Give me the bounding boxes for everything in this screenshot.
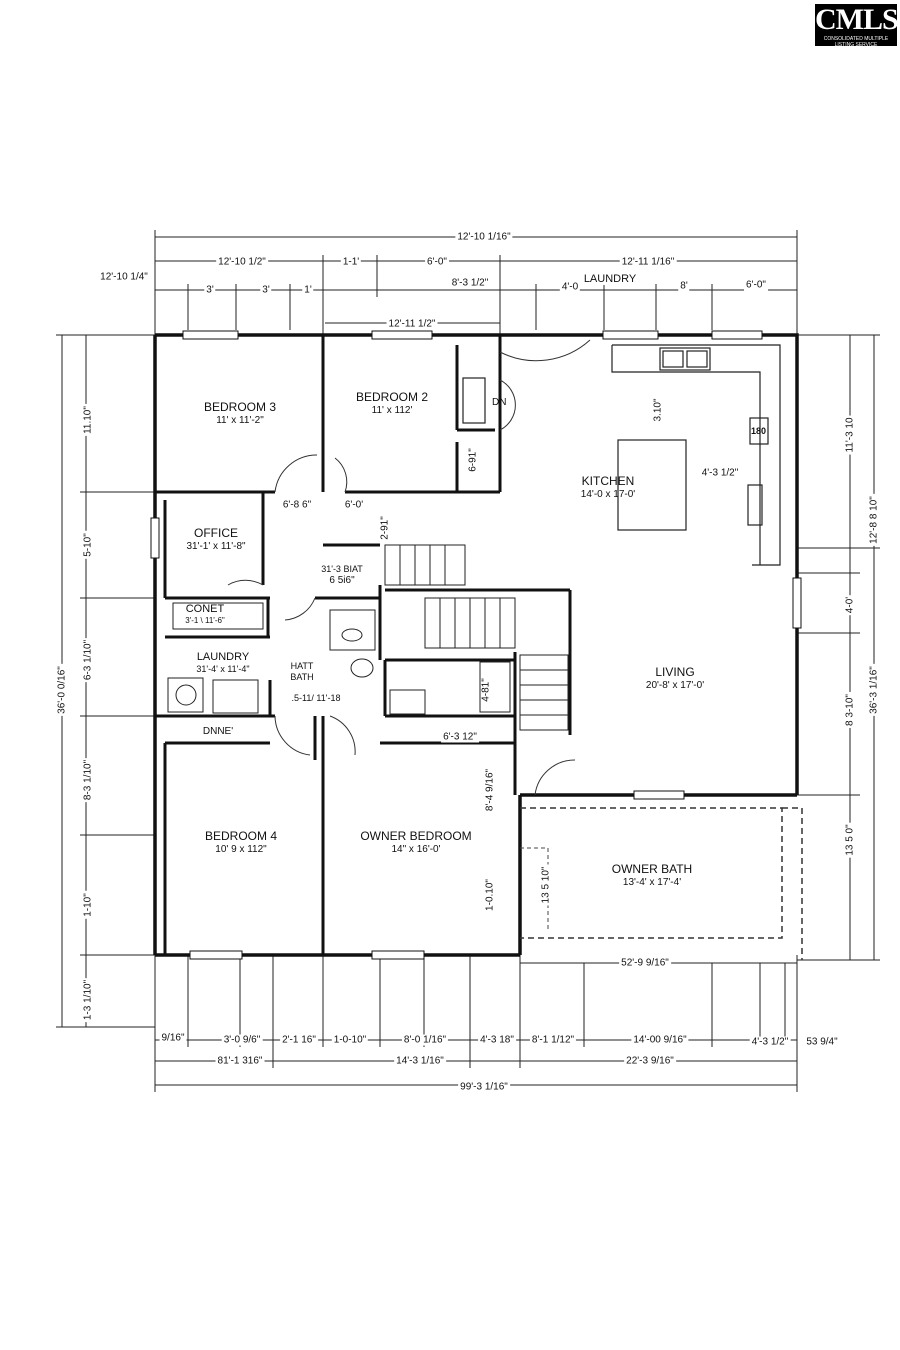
- room-bedroom-3: BEDROOM 3 11' x 11'-2": [204, 400, 276, 426]
- dim-top-f: 3': [260, 284, 272, 296]
- dim-top-overall: 12'-10 1/16": [455, 231, 513, 243]
- dim-kitchen-right: 4'-3 1/2": [699, 467, 741, 479]
- dim-left-f: 1-3 1/10": [82, 977, 94, 1023]
- dim-right-d: 8 3-10": [844, 692, 856, 728]
- room-size: 3'-1 \ 11'-6": [185, 616, 225, 625]
- dim-bottom-l: 14'-3 1/16": [394, 1055, 446, 1067]
- range-label: 180: [751, 426, 767, 436]
- room-size: 20'-8' x 17'-0': [645, 680, 705, 691]
- dim-bottom-h: 14'-00 9/16": [631, 1034, 689, 1046]
- dim-hall-vert: 2-91": [379, 514, 391, 542]
- room-size: 6 5i6": [329, 575, 355, 586]
- dim-top-e: 3': [204, 284, 216, 296]
- dim-bottom-c: 2'-1 16": [280, 1034, 318, 1046]
- room-size: 11' x 112': [371, 405, 413, 416]
- dim-bottom-f: 4'-3 18": [478, 1034, 516, 1046]
- room-laundry: LAUNDRY 31'-4' x 11'-4": [196, 649, 249, 674]
- dim-bottom-k: 81'-1 316": [215, 1055, 265, 1067]
- room-size: 31'-4' x 11'-4": [196, 664, 250, 674]
- dim-top-a: 12'-10 1/2": [216, 256, 268, 268]
- room-name: OFFICE: [194, 526, 238, 540]
- room-hall-bath: HATT BATH: [290, 661, 313, 682]
- dim-top-d: 12'-11 1/16": [619, 256, 677, 268]
- room-closet: CONET 3'-1 \ 11'-6": [185, 603, 225, 625]
- dim-right-c: 4-0': [844, 594, 856, 616]
- dim-bottom-d: 1-0-10": [331, 1034, 369, 1046]
- dim-top-g: 1': [302, 284, 314, 296]
- dim-right-b: 12'-8 8 10": [868, 494, 880, 546]
- room-size: 13'-4' x 17'-4': [622, 877, 682, 888]
- dim-bedroom3-door: 6'-8 6": [280, 499, 314, 511]
- room-name: BEDROOM 3: [203, 400, 277, 414]
- dim-right-e: 13 5 0": [844, 822, 856, 858]
- room-name: LAUNDRY: [196, 651, 250, 663]
- dim-bottom-b: 3'-0 9/6": [221, 1034, 263, 1046]
- room-owner-bedroom: OWNER BEDROOM 14" x 16'-0': [360, 829, 471, 855]
- dim-left-e: 1-10": [82, 891, 94, 919]
- logo-text: CMLS: [815, 3, 899, 36]
- room-size: 11' x 11'-2": [216, 415, 264, 426]
- dim-left-a: 11.10": [82, 404, 94, 436]
- room-office: OFFICE 31'-1' x 11'-8": [186, 526, 245, 552]
- dim-owner-top: 6'-3 12": [441, 731, 479, 743]
- dim-owner-vert-2: 1-0.10": [484, 877, 496, 913]
- dim-left-b: 5-10": [82, 531, 94, 559]
- cmls-logo: CMLS CONSOLIDATED MULTIPLE LISTING SERVI…: [815, 3, 899, 48]
- dim-top-h: 8'-3 1/2": [449, 277, 491, 289]
- dim-top-left-outer: 12'-10 1/4": [98, 271, 150, 283]
- room-kitchen: KITCHEN 14'-0 x 17-0': [581, 474, 635, 500]
- dim-top-l: 12'-11 1/2": [386, 318, 438, 330]
- dim-hall-bath: .5-11/ 11'-18: [289, 693, 343, 703]
- dim-bottom-a: 9/16": [159, 1032, 187, 1044]
- room-living: LIVING 20'-8' x 17'-0': [646, 665, 704, 691]
- room-size: 10' 9 x 112": [215, 844, 267, 855]
- room-owner-bath: OWNER BATH 13'-4' x 17'-4': [612, 862, 692, 888]
- dim-bottom-inner: 52'-9 9/16": [619, 957, 671, 969]
- dim-owner-vert-1: 8'-4 9/16": [484, 766, 496, 814]
- dim-bedroom2-door: 6'-0': [342, 499, 366, 511]
- room-name: DNNE': [202, 726, 234, 737]
- room-upper-bath: 31'-3 BIAT 6 5i6": [321, 564, 363, 586]
- dim-bottom-g: 8'-1 1/12": [529, 1034, 577, 1046]
- room-bedroom-4: BEDROOM 4 10' 9 x 112": [205, 829, 277, 855]
- room-size: 14'-0 x 17-0': [580, 489, 636, 500]
- dim-right-overall: 36'-3 1/16": [868, 664, 880, 716]
- stair-down-label: DN: [492, 397, 507, 408]
- room-size: BATH: [290, 672, 314, 682]
- dim-top-b: 1-1': [340, 256, 362, 268]
- room-name: 31'-3 BIAT: [321, 564, 363, 574]
- dim-left-d: 8-3 1/10": [82, 757, 94, 803]
- room-name: OWNER BATH: [611, 862, 693, 876]
- room-size: 31'-1' x 11'-8": [186, 541, 246, 552]
- room-name: OWNER BEDROOM: [360, 829, 472, 843]
- dim-top-c: 6'-0": [425, 256, 449, 268]
- room-name: BEDROOM 2: [355, 390, 429, 404]
- room-name: KITCHEN: [581, 474, 635, 488]
- room-name: LIVING: [655, 665, 695, 679]
- dim-tub: 4-81": [480, 676, 492, 704]
- dim-owner-bath-vert: 13 5 10": [540, 864, 552, 906]
- room-bedroom-2: BEDROOM 2 11' x 112': [356, 390, 428, 416]
- dim-top-j: 8': [678, 280, 690, 292]
- dim-bottom-j: 53 9/4": [804, 1036, 840, 1048]
- dim-bedroom2-closet: 6-91": [467, 446, 479, 474]
- dim-left-c: 6-3 1/10": [82, 637, 94, 683]
- room-dining: DNNE': [203, 726, 233, 737]
- room-name: HATT: [290, 661, 314, 671]
- room-name: CONET: [185, 603, 225, 615]
- room-size: 14" x 16'-0': [391, 844, 441, 855]
- dim-left-overall: 36'-0 0/16": [56, 664, 68, 716]
- dim-top-k: 6'-0": [744, 279, 768, 291]
- dim-kitchen-vert: 3.10": [652, 396, 664, 424]
- dim-bottom-e: 8'-0 1/16": [401, 1034, 449, 1046]
- laundry-top-label: LAUNDRY: [581, 273, 639, 285]
- dim-bottom-overall: 99'-3 1/16": [458, 1081, 510, 1093]
- dim-bottom-m: 22'-3 9/16": [624, 1055, 676, 1067]
- dim-bottom-i: 4'-3 1/2": [749, 1036, 791, 1048]
- logo-subtext: CONSOLIDATED MULTIPLE LISTING SERVICE: [823, 36, 889, 48]
- room-name: BEDROOM 4: [204, 829, 278, 843]
- dim-right-a: 11'-3 10: [844, 415, 856, 455]
- dim-top-i: 4'-0: [559, 281, 581, 293]
